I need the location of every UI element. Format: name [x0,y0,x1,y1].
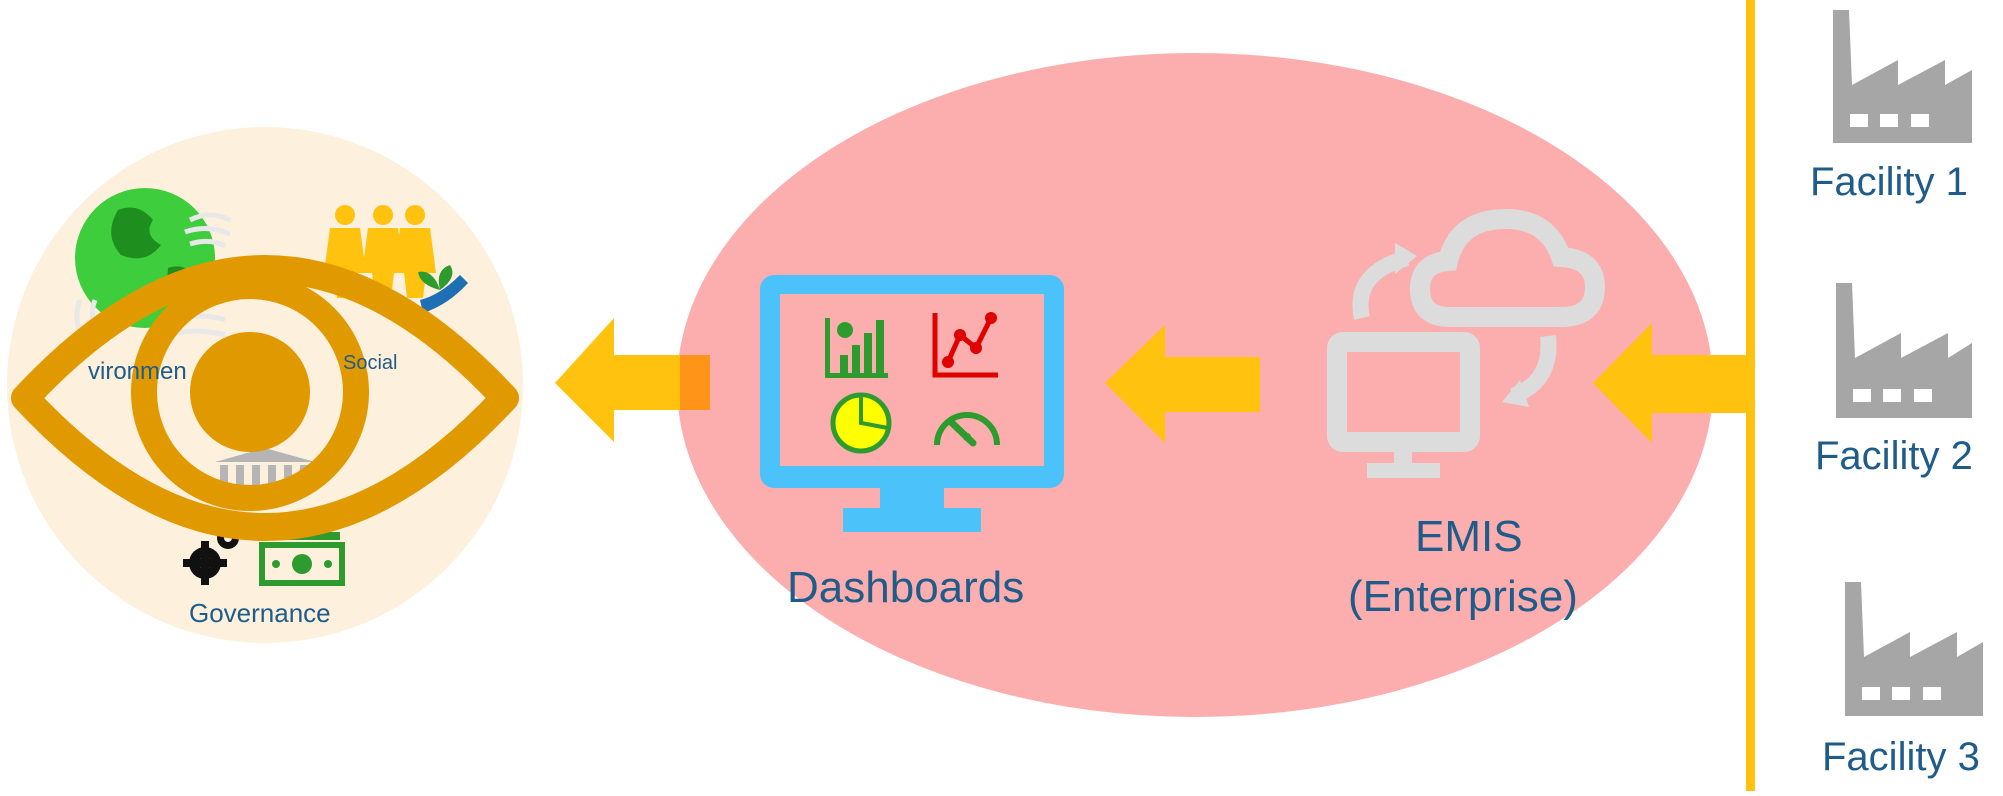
eye-icon [11,255,519,541]
arrow-to-dashboards-icon [1105,325,1260,443]
arrow-to-emis-icon [1593,323,1748,443]
environment-label: vironmen [88,358,187,385]
facilities-divider [1746,0,1755,791]
factory-icon-2 [1836,283,1972,418]
dashboards-label: Dashboards [787,563,1025,612]
line-chart-icon [932,312,998,378]
emis-cloud-sync-icon [1327,208,1606,478]
pie-chart-icon [830,392,892,454]
emis-label-line2: (Enterprise) [1348,572,1578,621]
bar-chart-icon [825,318,888,378]
factory-icon-3 [1845,582,1983,716]
plant-hand-icon [418,265,468,313]
governance-label: Governance [189,598,331,628]
facility-2-label: Facility 2 [1815,434,1973,478]
facility-1-label: Facility 1 [1810,160,1968,204]
gauge-icon [934,412,1000,447]
social-label: Social [343,352,398,374]
emis-label-line1: EMIS [1415,512,1523,561]
social-people-icon [324,205,436,298]
arrow-to-esg-icon [555,318,710,442]
facility-3-label: Facility 3 [1822,735,1980,779]
factory-icon-1 [1833,10,1972,143]
